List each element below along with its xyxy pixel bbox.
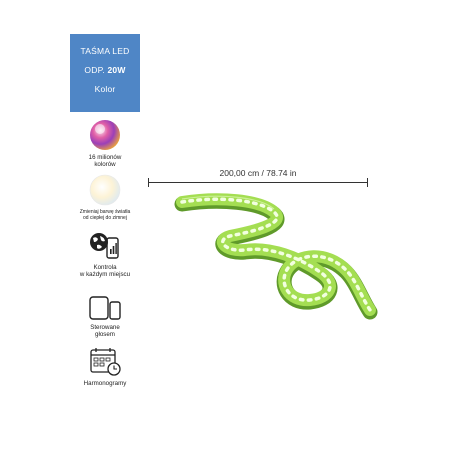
dimension-cap-right (367, 178, 368, 187)
feature-white-light: Zmieniaj barwę światła od ciepłej do zim… (70, 173, 140, 221)
color-orb-icon (90, 120, 120, 150)
feature-control: Kontrola w każdym miejscu (70, 230, 140, 278)
feature-voice-label-2: głosem (95, 331, 115, 339)
led-strip-image (174, 193, 378, 320)
feature-voice: Sterowane głosem (70, 294, 140, 338)
feature-schedules-label: Harmonogramy (83, 380, 127, 387)
white-light-orb-icon (89, 174, 121, 206)
feature-colors: 16 milionów kolorów (70, 118, 140, 168)
feature-control-label-1: Kontrola (93, 264, 117, 271)
feature-white-label-1: Zmieniaj barwę światła (79, 209, 131, 215)
smart-speaker-icon (89, 296, 121, 320)
dimension-line (148, 182, 368, 183)
product-badge: TAŚMA LED ODP. 20W Kolor (70, 34, 140, 112)
feature-schedules: Harmonogramy (70, 346, 140, 387)
badge-power: ODP. 20W (84, 65, 126, 75)
feature-voice-label-1: Sterowane (90, 324, 120, 331)
length-dimension-text: 200,00 cm / 78.74 in (219, 168, 297, 178)
calendar-clock-icon (90, 348, 121, 376)
length-dimension: 200,00 cm / 78.74 in (148, 168, 368, 188)
globe-phone-icon (90, 233, 119, 259)
feature-control-label-2: w każdym miejscu (79, 271, 131, 279)
badge-type: Kolor (94, 84, 116, 94)
feature-colors-label-1: 16 milionów (88, 154, 122, 161)
dimension-cap-left (148, 178, 149, 187)
feature-colors-label-2: kolorów (94, 161, 116, 169)
badge-title: TAŚMA LED (80, 46, 130, 56)
feature-white-label-2: od ciepłej do zimnej (83, 215, 127, 221)
